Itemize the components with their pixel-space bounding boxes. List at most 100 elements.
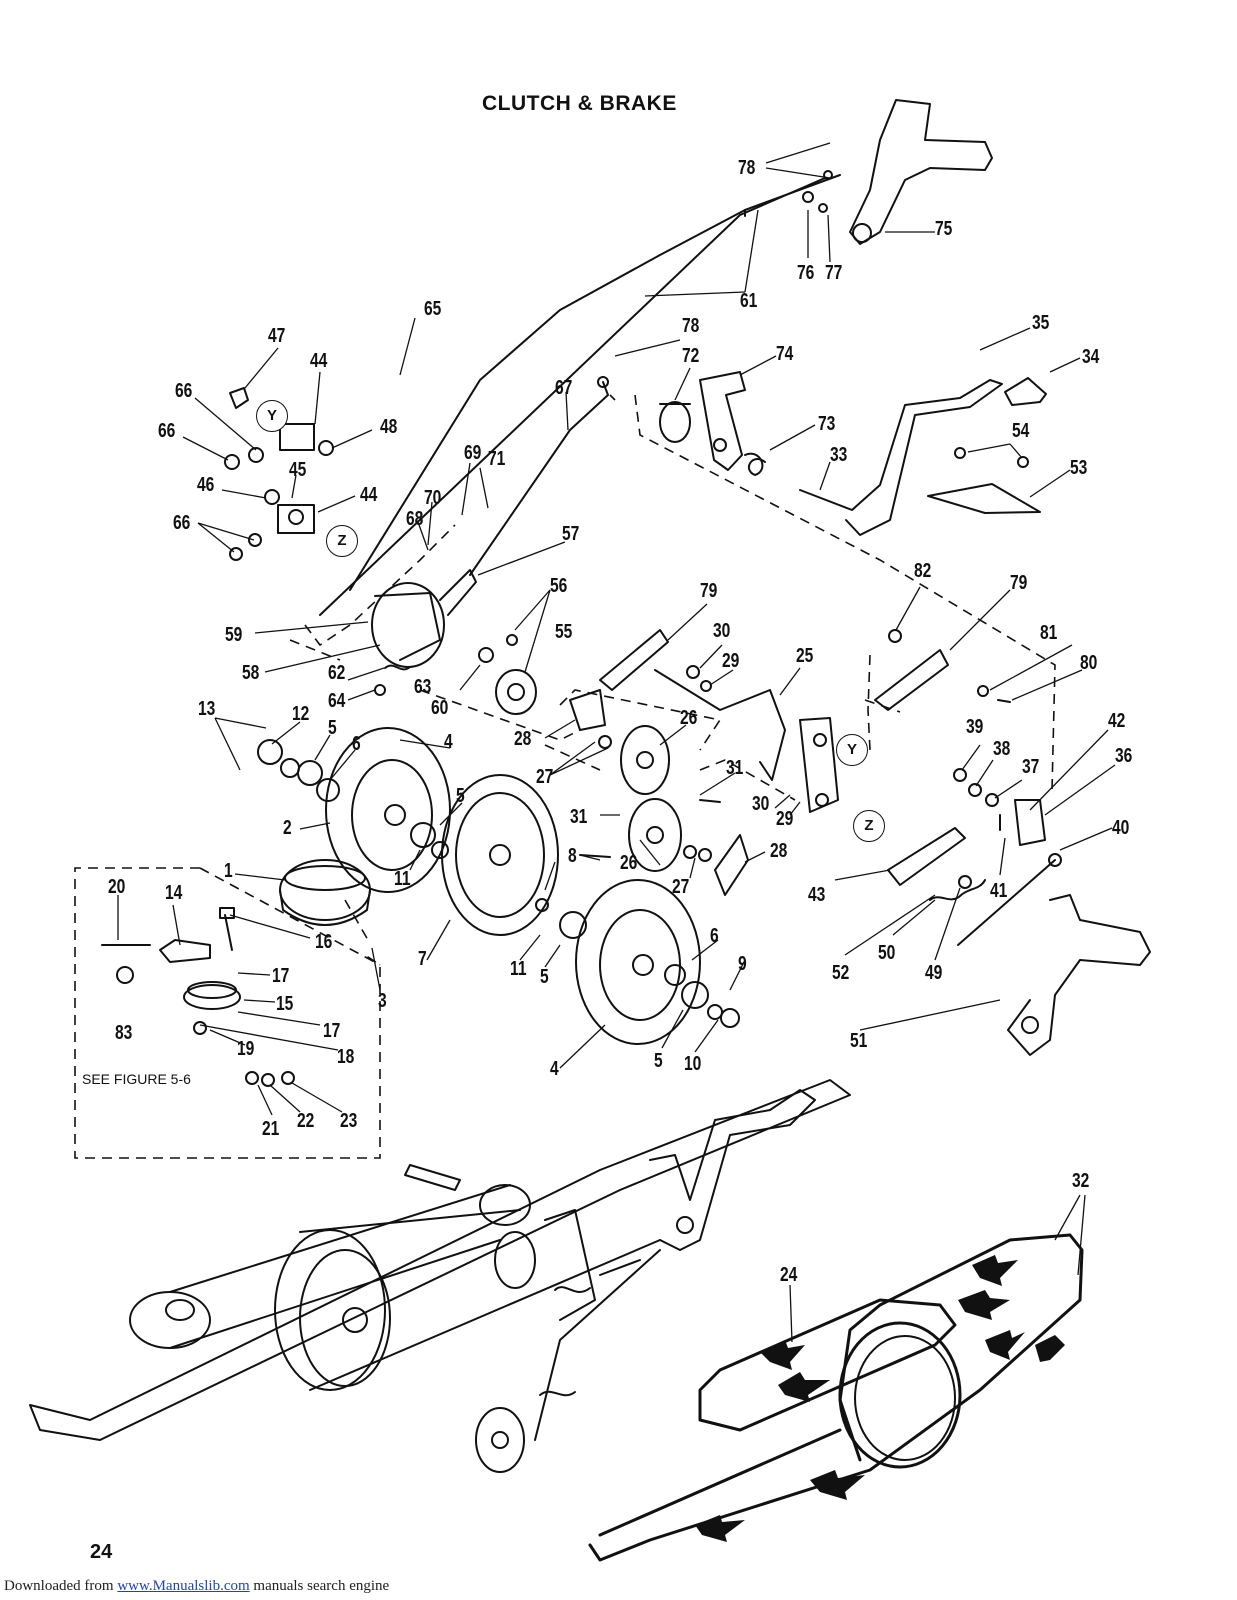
part-callout: 28 (514, 728, 532, 750)
idler-arm-25 (654, 669, 786, 781)
plate-y (799, 717, 839, 813)
part-callout: 5 (540, 966, 549, 988)
part-callout: 68 (406, 508, 424, 530)
part-callout: 66 (173, 512, 191, 534)
part-callout: 10 (684, 1053, 702, 1075)
part-callout: 55 (555, 621, 573, 643)
part-callout: 5 (654, 1050, 663, 1072)
part-callout: 5 (456, 785, 465, 807)
part-callout: 45 (289, 459, 307, 481)
bracket-79-right (874, 649, 949, 711)
part-callout: 16 (315, 931, 333, 953)
part-callout: 75 (935, 218, 953, 240)
part-callout: 66 (175, 380, 193, 402)
part-callout: 67 (555, 377, 573, 399)
part-callout: 73 (818, 413, 836, 435)
part-callout: 77 (825, 262, 843, 284)
part-callout: 53 (1070, 457, 1088, 479)
part-callout: 11 (394, 868, 411, 890)
part-callout: 30 (752, 793, 770, 815)
part-callout: 27 (536, 766, 554, 788)
view-marker-z: Z (326, 525, 358, 557)
drive-pulley-middle (441, 774, 559, 936)
brake-drum (371, 582, 445, 668)
part-callout: 5 (328, 717, 337, 739)
clutch-pedal (1007, 894, 1151, 1056)
part-callout: 35 (1032, 312, 1050, 334)
part-callout: 82 (914, 560, 932, 582)
part-callout: 48 (380, 416, 398, 438)
part-callout: 9 (738, 953, 747, 975)
part-callout: 33 (830, 444, 848, 466)
part-callout: 42 (1108, 710, 1126, 732)
part-callout: 14 (165, 882, 183, 904)
part-callout: 12 (292, 703, 310, 725)
part-callout: 34 (1082, 346, 1100, 368)
part-callout: 46 (197, 474, 215, 496)
part-callout: 38 (993, 738, 1011, 760)
page-number: 24 (90, 1541, 113, 1563)
rod-67 (469, 381, 609, 576)
part-callout: 15 (276, 993, 294, 1015)
part-callout: 18 (337, 1046, 355, 1068)
pulley-15 (183, 984, 241, 1010)
footer-suffix: manuals search engine (249, 1578, 390, 1594)
part-callout: 66 (158, 420, 176, 442)
part-callout: 25 (796, 645, 814, 667)
part-callout: 61 (740, 290, 758, 312)
part-callout: 39 (966, 716, 984, 738)
bearing-55 (495, 669, 537, 715)
part-callout: 6 (710, 925, 719, 947)
assembled-idler (475, 1407, 525, 1473)
figure-box (74, 867, 381, 1159)
v-belt-32 (588, 1233, 1084, 1562)
view-marker-z: Z (853, 810, 885, 842)
assembled-pedal (649, 1089, 816, 1251)
cross-shaft-33 (799, 379, 1003, 536)
part-callout: 30 (713, 620, 731, 642)
part-callout: 40 (1112, 817, 1130, 839)
idler-pulley-lower (628, 798, 682, 872)
part-callout: 60 (431, 697, 449, 719)
clutch-rod (319, 177, 826, 616)
bracket-44-bottom (277, 504, 315, 534)
manualslib-link[interactable]: www.Manualslib.com (117, 1578, 250, 1594)
part-callout: 72 (682, 345, 700, 367)
part-callout: 70 (424, 487, 442, 509)
part-callout: 20 (108, 876, 126, 898)
part-callout: 17 (323, 1020, 341, 1042)
brake-rod (349, 174, 841, 591)
part-callout: 76 (797, 262, 815, 284)
part-callout: 49 (925, 962, 943, 984)
part-callout: 50 (878, 942, 896, 964)
part-callout: 24 (780, 1264, 798, 1286)
part-callout: 69 (464, 442, 482, 464)
part-callout: 65 (424, 298, 442, 320)
part-callout: 31 (570, 806, 588, 828)
part-callout: 79 (700, 580, 718, 602)
part-callout: 3 (378, 990, 387, 1012)
drive-pulley-lower (575, 879, 701, 1045)
part-callout: 78 (738, 157, 756, 179)
part-callout: 52 (832, 962, 850, 984)
part-callout: 28 (770, 840, 788, 862)
part-callout: 17 (272, 965, 290, 987)
shoe-53 (927, 483, 1041, 514)
part-callout: 58 (242, 662, 260, 684)
part-callout: 44 (360, 484, 378, 506)
part-callout: 80 (1080, 652, 1098, 674)
download-footer: Downloaded from www.Manualslib.com manua… (4, 1578, 389, 1595)
part-callout: 32 (1072, 1170, 1090, 1192)
part-callout: 63 (414, 676, 432, 698)
part-callout: 26 (680, 707, 698, 729)
part-callout: 37 (1022, 756, 1040, 778)
brake-pedal (849, 99, 993, 245)
part-callout: 26 (620, 852, 638, 874)
part-callout: 19 (237, 1038, 255, 1060)
part-callout: 8 (568, 845, 577, 867)
idler-pulley-upper (620, 725, 670, 795)
part-callout: 81 (1040, 622, 1058, 644)
part-callout: 29 (776, 808, 794, 830)
